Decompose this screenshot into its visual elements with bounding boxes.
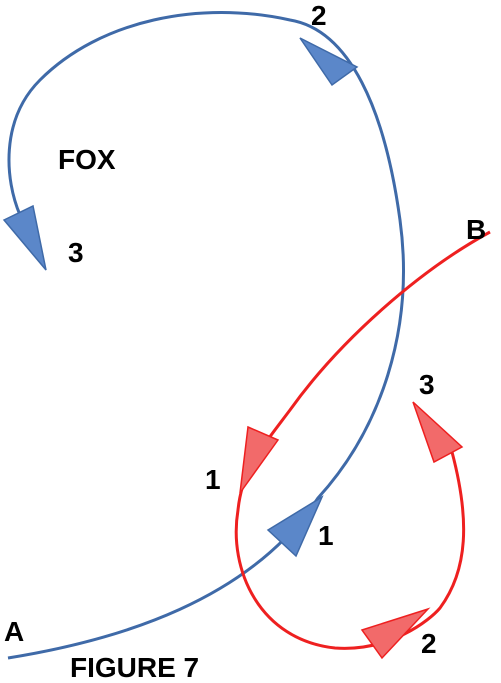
blue-marker-1: 1 [318,520,334,551]
red-path-line [234,230,491,650]
blue-marker-3: 3 [68,237,84,268]
animal-label: FOX [58,144,116,175]
red-marker-2: 2 [421,628,437,659]
blue-path-line [7,11,405,660]
blue-marker-2: 2 [311,0,327,31]
blue-start-label: A [4,616,25,647]
red-marker-1: 1 [205,464,221,495]
blue-arrowhead-3 [2,204,47,271]
blue-arrowhead-1 [266,495,324,558]
red-arrowhead-3 [412,401,464,464]
blue-arrowhead-2 [299,37,359,87]
red-marker-3: 3 [419,369,435,400]
red-arrowhead-1 [239,425,280,494]
red-start-label: B [466,214,487,245]
figure-title: FIGURE 7 [70,652,200,683]
red-arrowhead-2 [360,607,431,660]
